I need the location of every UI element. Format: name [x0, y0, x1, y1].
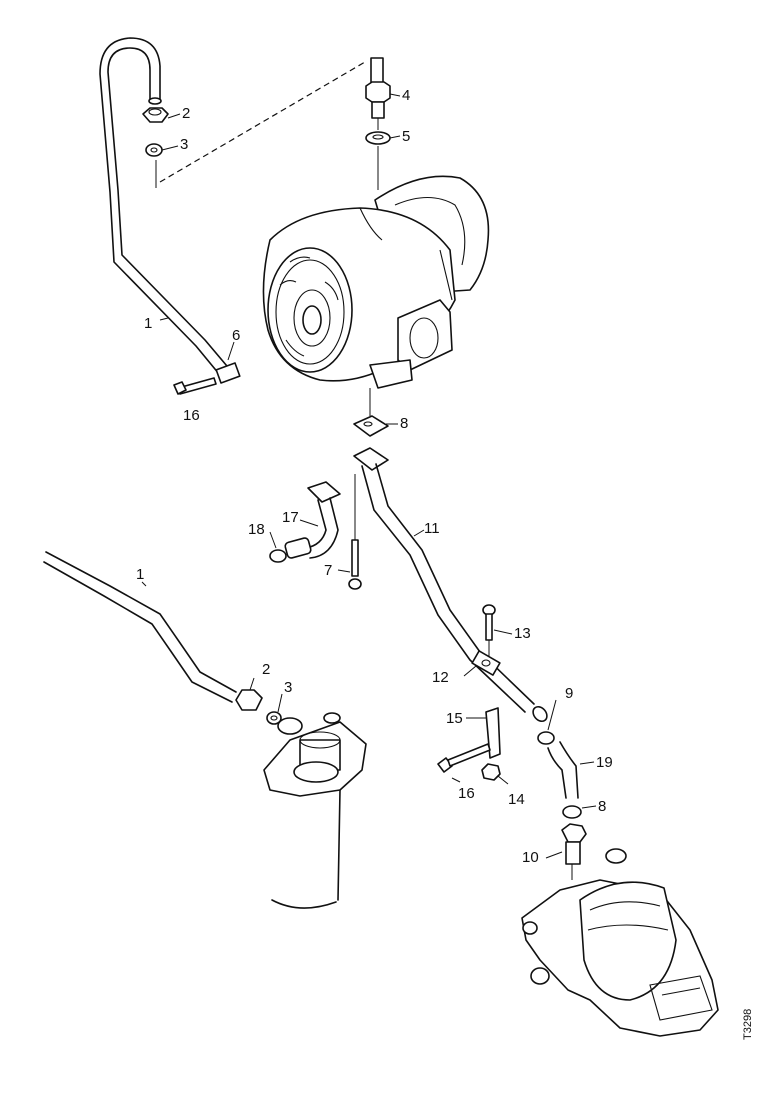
callout-9: 9 [565, 685, 574, 702]
bracket-nut [481, 763, 501, 781]
oil-pump-housing [521, 848, 719, 1037]
oil-filter [263, 712, 367, 909]
lower-elbow-pipe [537, 731, 582, 819]
callout-1-bottom: 1 [136, 566, 145, 583]
callout-3-bottom: 3 [284, 679, 293, 696]
lower-washer [266, 711, 282, 725]
drain-pipe-clamp [471, 650, 501, 676]
alignment-line [159, 61, 366, 183]
adapter-fitting [365, 57, 391, 119]
bracket-screw [437, 743, 491, 773]
callout-4: 4 [402, 87, 411, 104]
support-bracket [485, 707, 501, 759]
bracket-bolt [482, 604, 496, 641]
upper-nut [142, 107, 169, 123]
callout-11: 11 [424, 520, 440, 537]
oil-return-elbow [284, 481, 341, 559]
lower-adapter-fitting [561, 823, 587, 865]
upper-flange-gasket [353, 415, 389, 437]
o-ring [269, 549, 287, 563]
lower-oil-pipe [43, 551, 237, 703]
callout-19: 19 [596, 754, 613, 771]
callout-16-bottom: 16 [458, 785, 475, 802]
upper-clamp-bolt [173, 377, 217, 395]
callout-18: 18 [248, 521, 265, 538]
callout-2-bottom: 2 [262, 661, 271, 678]
flange-bolt [348, 539, 362, 590]
callout-7: 7 [324, 562, 333, 579]
callout-14: 14 [508, 791, 525, 808]
callout-15: 15 [446, 710, 463, 727]
callout-1-top: 1 [144, 315, 153, 332]
callout-5: 5 [402, 128, 411, 145]
callout-2-top: 2 [182, 105, 191, 122]
upper-washer [145, 143, 163, 157]
oil-drain-pipe [353, 447, 548, 723]
figure-code: T3298 [742, 1008, 754, 1040]
callout-12: 12 [432, 669, 449, 686]
leader-lines [141, 93, 597, 859]
callout-16-top: 16 [183, 407, 200, 424]
upper-oil-pipe [99, 37, 233, 381]
callout-3-top: 3 [180, 136, 189, 153]
callout-13: 13 [514, 625, 531, 642]
fitting-washer [365, 131, 391, 145]
callout-17: 17 [282, 509, 299, 526]
callout-8-top: 8 [400, 415, 409, 432]
callout-8-bottom: 8 [598, 798, 607, 815]
upper-pipe-clamp [215, 362, 241, 384]
callout-10: 10 [522, 849, 539, 866]
turbocharger [262, 175, 490, 389]
lower-nut [235, 689, 263, 711]
callout-6: 6 [232, 327, 241, 344]
